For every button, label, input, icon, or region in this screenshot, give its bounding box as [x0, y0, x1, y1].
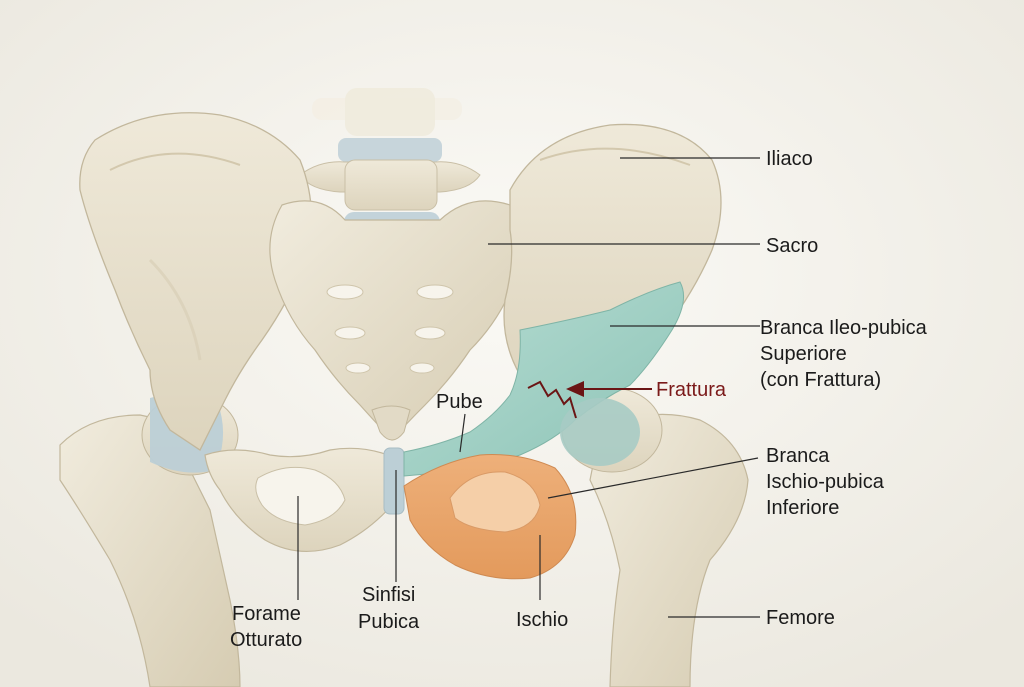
fracture-arrow [566, 381, 652, 397]
ischium-inferior-ramus [403, 454, 577, 580]
superior-pubic-ramus [403, 281, 685, 477]
label-frattura: Frattura [656, 379, 727, 401]
label-superior-ramus-line3: (con Frattura) [760, 369, 881, 391]
leader-lines [297, 157, 760, 618]
label-inferior-ramus-line1: Branca [766, 445, 830, 467]
label-femore: Femore [766, 607, 835, 629]
label-forame-line2: Otturato [230, 629, 302, 651]
label-sinfisi-line2: Pubica [358, 611, 420, 633]
label-ischio: Ischio [516, 609, 568, 631]
sacrum [269, 200, 525, 441]
label-superior-ramus-line1: Branca Ileo-pubica [760, 317, 928, 339]
label-iliaco: Iliaco [766, 148, 813, 170]
label-forame-line1: Forame [232, 603, 301, 625]
label-sacro: Sacro [766, 235, 818, 257]
label-inferior-ramus-line3: Inferiore [766, 497, 839, 519]
label-inferior-ramus-line2: Ischio-pubica [766, 471, 885, 493]
fracture-line [527, 380, 577, 419]
left-ilium [79, 112, 313, 451]
label-superior-ramus-line2: Superiore [760, 343, 847, 365]
pubic-symphysis [383, 447, 405, 515]
label-sinfisi-line1: Sinfisi [362, 584, 415, 606]
label-pube: Pube [436, 391, 483, 413]
